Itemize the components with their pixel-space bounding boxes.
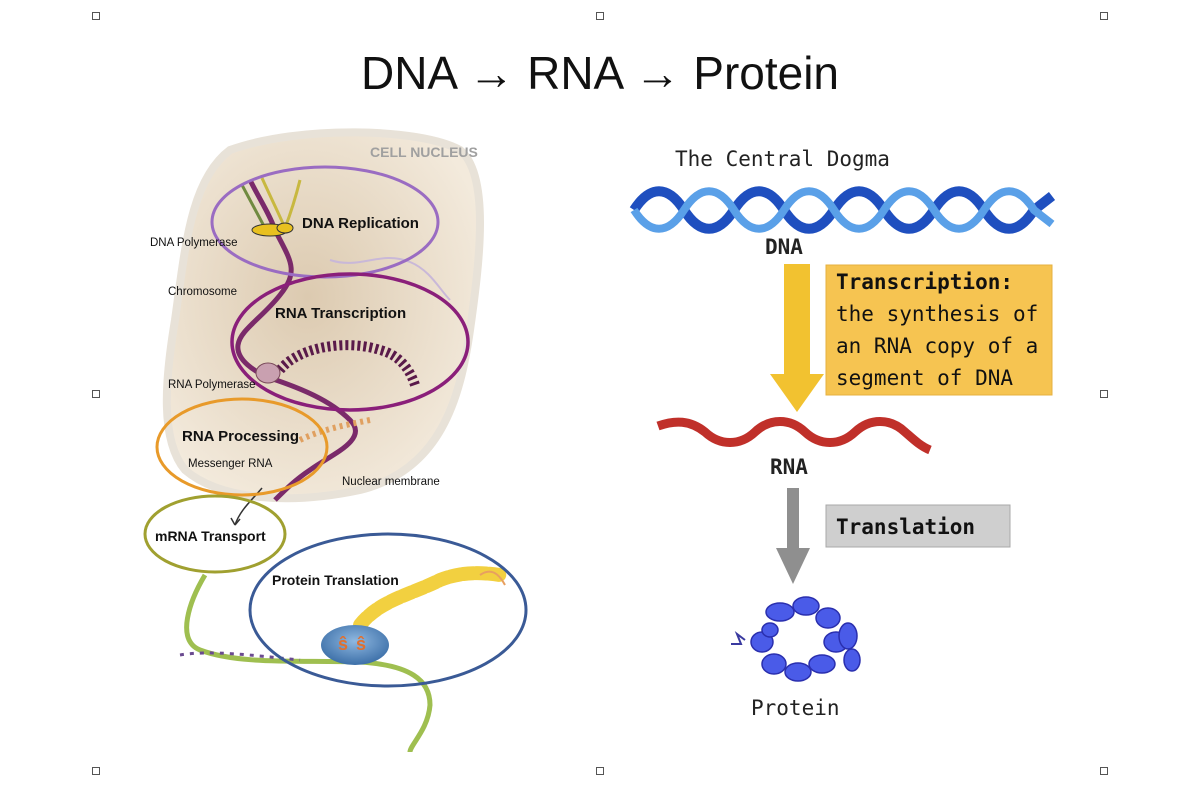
cell-nucleus-label: CELL NUCLEUS bbox=[370, 144, 478, 160]
cell-nucleus-shape bbox=[162, 128, 484, 503]
rna-label: RNA bbox=[770, 455, 808, 479]
mrna-transport-label: mRNA Transport bbox=[155, 528, 266, 544]
nuclear-membrane-label: Nuclear membrane bbox=[342, 476, 440, 488]
resize-handle-middle-right[interactable] bbox=[1100, 390, 1108, 398]
central-dogma-diagram: The Central Dogma DNA Transcription: the… bbox=[629, 147, 1056, 720]
resize-handle-top-left[interactable] bbox=[92, 12, 100, 20]
chromosome-label: Chromosome bbox=[168, 286, 237, 298]
protein-chain bbox=[353, 566, 507, 632]
svg-text:ŝ: ŝ bbox=[338, 634, 348, 654]
central-dogma-heading: The Central Dogma bbox=[675, 147, 890, 171]
cell-diagram: CELL NUCLEUS ŝ ŝ DNA Rep bbox=[143, 128, 528, 753]
transcription-line-3: segment of DNA bbox=[836, 366, 1013, 390]
dna-polymerase-label: DNA Polymerase bbox=[150, 237, 238, 249]
rna-strand bbox=[656, 417, 932, 455]
translation-box bbox=[825, 504, 1011, 548]
resize-handle-bottom-right[interactable] bbox=[1100, 767, 1108, 775]
rna-transcription-ellipse bbox=[230, 272, 470, 412]
translation-label: Translation bbox=[836, 515, 975, 539]
dna-helix bbox=[629, 186, 1056, 234]
resize-handle-top-right[interactable] bbox=[1100, 12, 1108, 20]
protein-translation-label: Protein Translation bbox=[272, 572, 399, 588]
rna-transcription-strand bbox=[276, 340, 420, 387]
messenger-rna-label: Messenger RNA bbox=[188, 458, 273, 470]
resize-handle-bottom-center[interactable] bbox=[596, 767, 604, 775]
protein-structure bbox=[731, 596, 861, 682]
mrna-transport-ellipse bbox=[143, 494, 287, 574]
transcription-line-2: an RNA copy of a bbox=[836, 334, 1038, 358]
rna-transcription-label: RNA Transcription bbox=[275, 305, 406, 322]
transcription-arrow bbox=[770, 264, 824, 412]
resize-handle-bottom-left[interactable] bbox=[92, 767, 100, 775]
dna-replication-label: DNA Replication bbox=[302, 215, 419, 232]
translation-arrow bbox=[776, 488, 810, 584]
transcription-line-1: the synthesis of bbox=[836, 302, 1038, 326]
rna-processing-label: RNA Processing bbox=[182, 428, 299, 445]
resize-handle-middle-left[interactable] bbox=[92, 390, 100, 398]
rna-polymerase-label: RNA Polymerase bbox=[168, 379, 256, 391]
protein-label: Protein bbox=[751, 696, 840, 720]
rna-processing-ellipse bbox=[155, 397, 329, 497]
ribosome bbox=[321, 625, 389, 665]
transcription-title: Transcription: bbox=[836, 270, 1013, 294]
resize-handle-top-center[interactable] bbox=[596, 12, 604, 20]
dna-label: DNA bbox=[765, 235, 803, 259]
transcription-box bbox=[825, 264, 1053, 396]
slide-title: DNA → RNA → Protein bbox=[360, 47, 840, 99]
protein-translation-ellipse bbox=[248, 532, 528, 688]
svg-text:ŝ: ŝ bbox=[356, 634, 366, 654]
